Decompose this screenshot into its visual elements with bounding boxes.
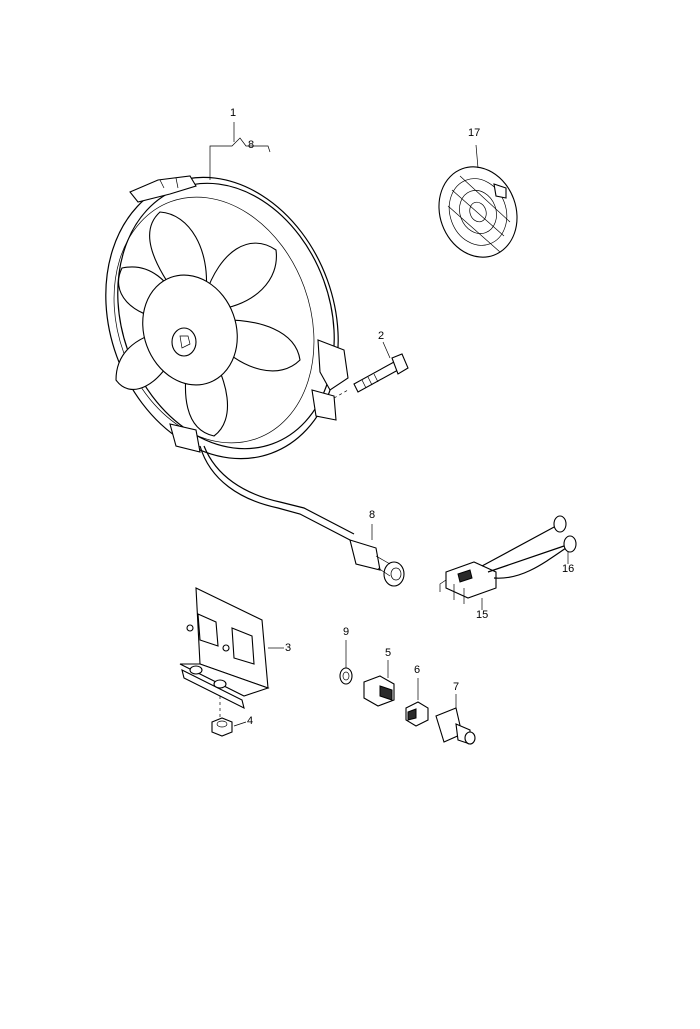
fan-wire-harness [199, 445, 351, 541]
relay-wires-part [439, 515, 577, 610]
sensor-tip [464, 731, 476, 745]
relay-bracket-part [179, 587, 284, 710]
cover-clip [493, 183, 507, 199]
callout-label-3: 3 [285, 642, 292, 654]
bolt-part [333, 341, 409, 399]
relay-screw-1 [186, 624, 194, 632]
radiator-fan-assembly [105, 137, 405, 587]
fan-hub-center [171, 327, 197, 357]
bolt-thread [361, 373, 379, 389]
wire-terminal-1 [553, 515, 567, 533]
washer-inner [342, 671, 350, 681]
callout-label-15: 15 [476, 609, 489, 621]
wire-1 [481, 525, 557, 567]
plug-body [405, 701, 429, 727]
callout-label-16: 16 [562, 563, 575, 575]
callout-2-leader [382, 341, 391, 359]
cover-ring-2 [459, 190, 497, 234]
cover-grille-part [438, 144, 518, 258]
bracket-stud-1 [189, 665, 203, 675]
callout-label-1: 1 [230, 107, 237, 119]
callout-label-17: 17 [468, 127, 481, 139]
sensor-part [435, 694, 476, 745]
washer-outer [339, 667, 353, 685]
cover-outer [438, 166, 518, 258]
relay-2 [231, 627, 255, 665]
temperature-switch-part [363, 660, 395, 707]
washer-part [339, 667, 353, 685]
cover-ring-1 [448, 178, 508, 246]
wire-2 [487, 545, 565, 573]
callout-1-bracket [209, 137, 271, 180]
callout-label-4: 4 [247, 715, 254, 727]
callout-4-leader [233, 721, 247, 727]
nut-part [211, 696, 247, 737]
callout-label-5: 5 [385, 647, 392, 659]
wire-3 [493, 547, 567, 579]
relay-body [445, 561, 497, 599]
relay-pins [439, 579, 465, 604]
relay-1 [197, 613, 219, 647]
fan-shroud-inner [113, 196, 315, 444]
wire-terminal-2 [563, 535, 577, 553]
cover-ring-3 [469, 201, 487, 223]
callout-label-9: 9 [343, 626, 350, 638]
callout-label-8: 8 [369, 509, 376, 521]
plug-face [407, 708, 417, 721]
bolt-dash-line [333, 389, 349, 399]
callout-label-8-top: 8 [248, 139, 255, 151]
fan-wire-harness-2 [203, 445, 355, 535]
relay-screw-2 [222, 644, 230, 652]
cover-grid [447, 175, 511, 253]
bolt-head [391, 353, 409, 375]
bracket-stud-2 [213, 679, 227, 689]
fan-right-tab-lower [311, 389, 337, 421]
connector-plug-part [405, 678, 429, 727]
callout-label-2: 2 [378, 330, 385, 342]
harness-connector-body [349, 539, 381, 571]
callout-17-leader [475, 144, 479, 169]
callout-label-6: 6 [414, 664, 421, 676]
harness-connector-plug-inner [390, 567, 402, 581]
fan-hub-nut [179, 335, 191, 349]
callout-label-7: 7 [453, 681, 460, 693]
fan-top-tab-detail [159, 177, 179, 189]
bolt-shank [353, 361, 399, 393]
harness-connector-plug [383, 561, 405, 587]
nut-hole [216, 720, 228, 728]
fan-motor-connector [169, 423, 201, 453]
fan-top-tab [129, 175, 197, 203]
switch-connector [379, 685, 393, 701]
bracket-base-edge [181, 668, 245, 710]
relay-label-plate [457, 569, 473, 583]
fan-right-tab [317, 339, 349, 391]
harness-connector-lines [375, 555, 391, 577]
